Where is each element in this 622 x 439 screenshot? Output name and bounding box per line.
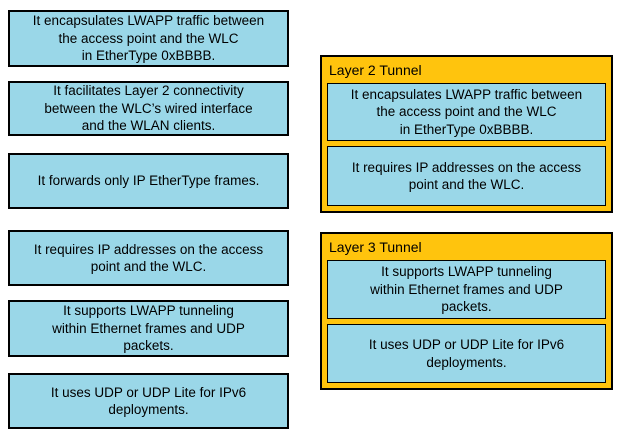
dropped-card-text: It uses UDP or UDP Lite for IPv6 deploym… <box>368 337 565 370</box>
dropped-card[interactable]: It supports LWAPP tunneling within Ether… <box>327 260 606 319</box>
source-card-requires-ip-addresses[interactable]: It requires IP addresses on the access p… <box>8 230 289 286</box>
dropzone-title-layer3: Layer 3 Tunnel <box>329 239 422 255</box>
dropped-card-text: It requires IP addresses on the access p… <box>351 159 582 193</box>
source-card-text: It supports LWAPP tunneling within Ether… <box>52 303 245 354</box>
layer3-tunnel-dropzone[interactable]: Layer 3 Tunnel It supports LWAPP tunneli… <box>320 232 613 390</box>
layer2-tunnel-dropzone[interactable]: Layer 2 Tunnel It encapsulates LWAPP tra… <box>320 55 613 213</box>
source-card-layer2-connectivity[interactable]: It facilitates Layer 2 connectivity betw… <box>8 81 289 136</box>
dropped-card[interactable]: It encapsulates LWAPP traffic between th… <box>327 83 606 141</box>
dropped-card-text: It supports LWAPP tunneling within Ether… <box>370 264 563 315</box>
dropzone-title-layer2: Layer 2 Tunnel <box>329 62 422 78</box>
source-card-text: It uses UDP or UDP Lite for IPv6 deploym… <box>50 384 247 418</box>
source-card-forwards-ip-ethertype[interactable]: It forwards only IP EtherType frames. <box>8 153 289 209</box>
source-card-supports-lwapp-tunneling[interactable]: It supports LWAPP tunneling within Ether… <box>8 300 289 357</box>
source-card-encapsulates-lwapp[interactable]: It encapsulates LWAPP traffic between th… <box>8 10 289 67</box>
source-card-text: It requires IP addresses on the access p… <box>33 241 264 275</box>
source-card-udp-lite-ipv6[interactable]: It uses UDP or UDP Lite for IPv6 deploym… <box>8 373 289 429</box>
source-card-text: It facilitates Layer 2 connectivity betw… <box>44 83 253 134</box>
source-card-text: It forwards only IP EtherType frames. <box>37 173 260 189</box>
dropped-card[interactable]: It uses UDP or UDP Lite for IPv6 deploym… <box>327 324 606 383</box>
source-card-text: It encapsulates LWAPP traffic between th… <box>32 13 265 64</box>
dropped-card-text: It encapsulates LWAPP traffic between th… <box>350 86 583 137</box>
dropped-card[interactable]: It requires IP addresses on the access p… <box>327 146 606 206</box>
